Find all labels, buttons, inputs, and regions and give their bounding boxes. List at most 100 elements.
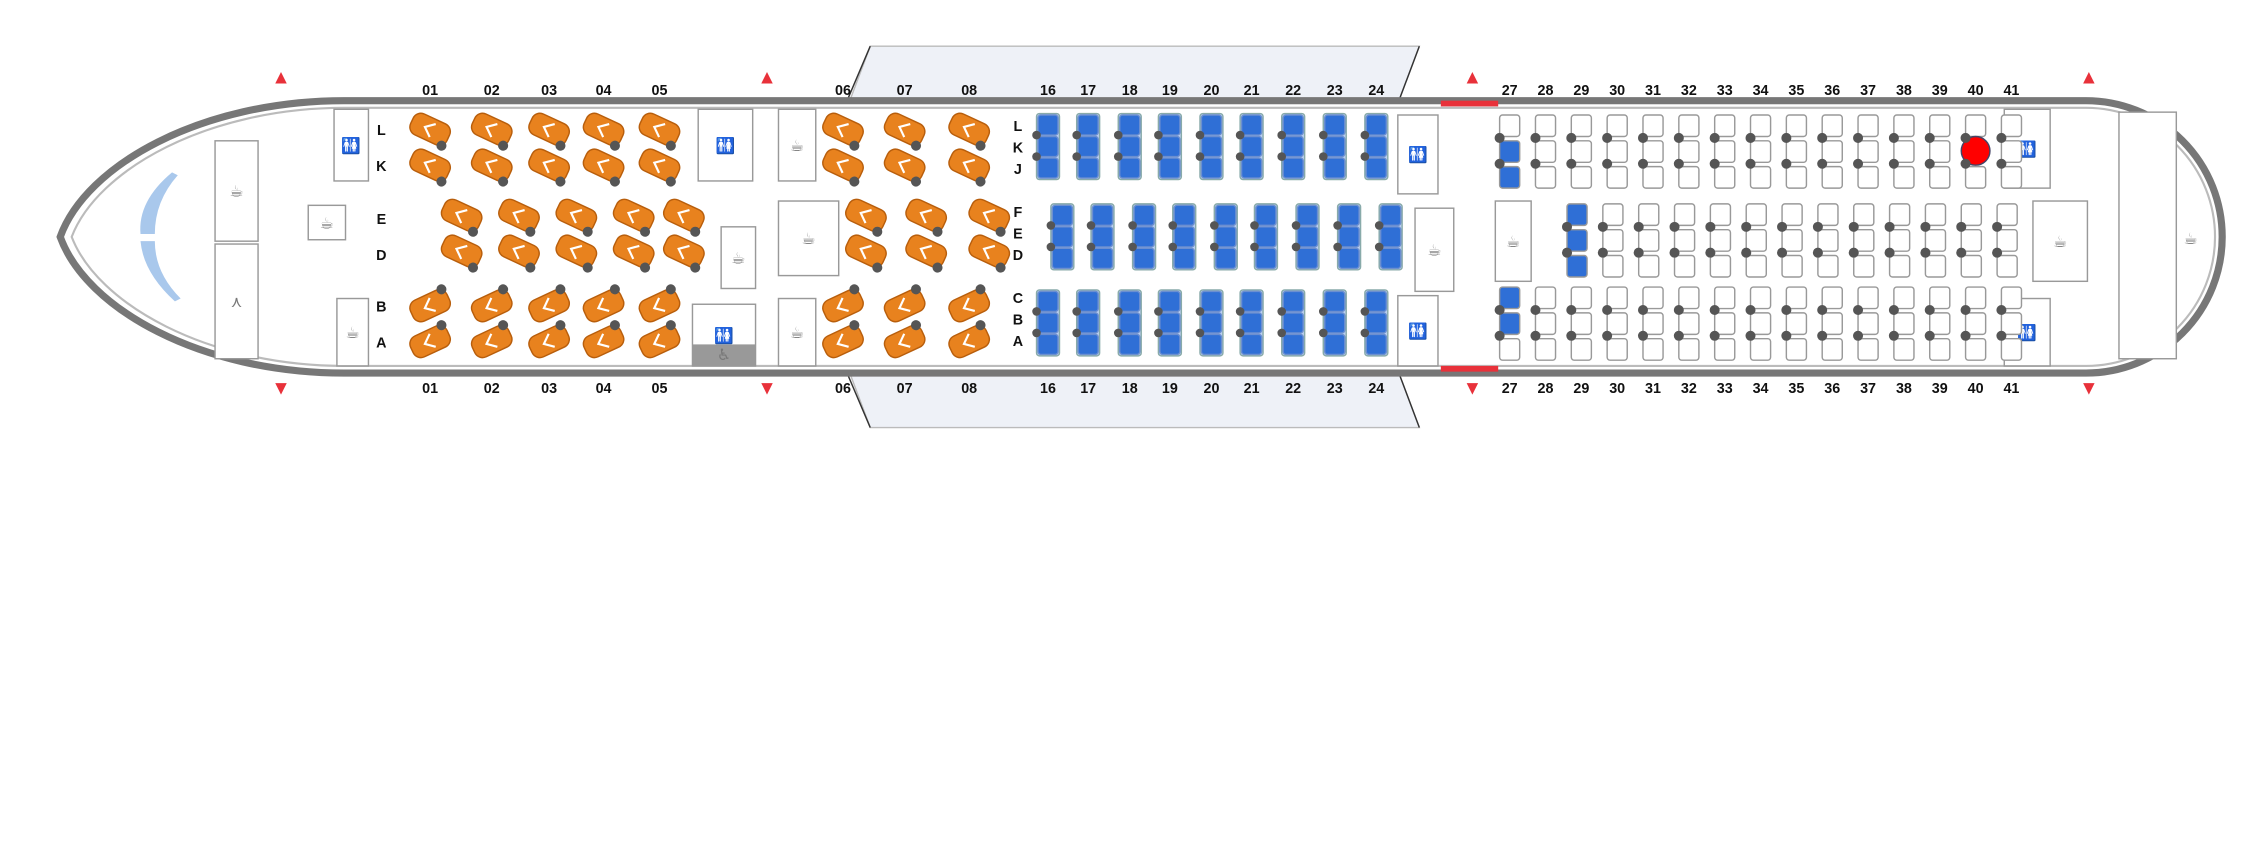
seat-19A[interactable]	[1159, 333, 1181, 356]
seat-18D[interactable]	[1133, 247, 1155, 270]
seat-31F[interactable]	[1673, 203, 1696, 227]
seat-40B[interactable]	[1964, 312, 1987, 336]
business-seat[interactable]	[496, 196, 542, 234]
seat-32D[interactable]	[1709, 254, 1732, 278]
business-seat[interactable]	[439, 196, 485, 234]
seat-23B[interactable]	[1323, 312, 1346, 334]
seat-24F[interactable]	[1379, 204, 1402, 227]
seat-32K[interactable]	[1678, 140, 1700, 164]
seat-33D[interactable]	[1745, 254, 1768, 278]
seat-21K[interactable]	[1240, 135, 1263, 158]
business-seat[interactable]	[553, 196, 599, 234]
seat-33B[interactable]	[1713, 312, 1736, 336]
seat-08B[interactable]	[945, 283, 995, 325]
business-seat[interactable]	[469, 110, 515, 148]
seat-23L[interactable]	[1323, 114, 1346, 136]
seat-27B[interactable]	[1498, 312, 1521, 336]
seat-18B[interactable]	[1118, 312, 1141, 334]
seat-22K[interactable]	[1282, 135, 1304, 158]
seat-06D[interactable]	[841, 232, 891, 274]
seat-16C[interactable]	[1037, 290, 1059, 313]
seat-19L[interactable]	[1159, 114, 1181, 136]
seat-40F[interactable]	[1996, 203, 2018, 227]
seat-40L[interactable]	[1964, 114, 1987, 138]
business-seat[interactable]	[966, 232, 1012, 270]
seat-17K[interactable]	[1077, 135, 1099, 158]
seat-19E[interactable]	[1173, 226, 1195, 248]
seat-17E[interactable]	[1091, 226, 1114, 248]
seat-33F[interactable]	[1745, 203, 1768, 227]
seat-27A[interactable]	[1498, 337, 1521, 361]
seat-22A[interactable]	[1282, 333, 1304, 356]
seat-19B[interactable]	[1159, 312, 1181, 334]
seat-34J[interactable]	[1749, 165, 1772, 189]
seat-20B[interactable]	[1200, 312, 1223, 334]
seat-21D[interactable]	[1255, 247, 1277, 270]
seat-18L[interactable]	[1118, 114, 1141, 136]
seat-29C[interactable]	[1570, 286, 1593, 310]
seat-06E[interactable]	[841, 196, 891, 238]
seat-35L[interactable]	[1785, 114, 1808, 138]
seat-19C[interactable]	[1159, 290, 1181, 313]
seat-22B[interactable]	[1282, 312, 1304, 334]
seat-18A[interactable]	[1118, 333, 1141, 356]
seat-21C[interactable]	[1240, 290, 1263, 313]
seat-35K[interactable]	[1785, 140, 1808, 164]
seat-18J[interactable]	[1118, 157, 1141, 179]
seat-01K[interactable]	[406, 146, 456, 188]
seat-35C[interactable]	[1785, 286, 1808, 310]
seat-38B[interactable]	[1893, 312, 1915, 336]
seat-18E[interactable]	[1133, 226, 1155, 248]
seat-40J[interactable]	[1964, 165, 1987, 189]
seat-28L[interactable]	[1534, 114, 1557, 138]
seat-35D[interactable]	[1817, 254, 1839, 278]
business-seat[interactable]	[407, 323, 453, 361]
seat-29A[interactable]	[1570, 337, 1593, 361]
seat-40A[interactable]	[1964, 337, 1987, 361]
business-seat[interactable]	[903, 232, 949, 270]
seat-29D[interactable]	[1602, 254, 1624, 278]
seat-36L[interactable]	[1821, 114, 1843, 138]
seat-39K[interactable]	[1929, 140, 1951, 164]
seat-38C[interactable]	[1893, 286, 1915, 310]
seat-18F[interactable]	[1133, 204, 1155, 227]
seat-31C[interactable]	[1642, 286, 1664, 310]
seat-38D[interactable]	[1924, 254, 1947, 278]
seat-28J[interactable]	[1534, 165, 1557, 189]
seat-01B[interactable]	[406, 283, 456, 325]
seat-36J[interactable]	[1821, 165, 1843, 189]
seat-37E[interactable]	[1888, 228, 1911, 252]
seat-05D[interactable]	[659, 232, 709, 274]
seat-05E[interactable]	[659, 196, 709, 238]
seat-04E[interactable]	[609, 196, 659, 238]
seat-37A[interactable]	[1857, 337, 1879, 361]
business-seat[interactable]	[636, 146, 682, 184]
seat-39E[interactable]	[1960, 228, 1983, 252]
seat-35F[interactable]	[1817, 203, 1839, 227]
business-seat[interactable]	[636, 110, 682, 148]
seat-38A[interactable]	[1893, 337, 1915, 361]
seat-41J[interactable]	[2000, 165, 2023, 189]
seat-20D[interactable]	[1215, 247, 1237, 270]
seat-18C[interactable]	[1118, 290, 1141, 313]
seat-35E[interactable]	[1817, 228, 1839, 252]
seat-08K[interactable]	[945, 146, 995, 188]
seat-22D[interactable]	[1296, 247, 1319, 270]
seat-34K[interactable]	[1749, 140, 1772, 164]
seat-05B[interactable]	[635, 283, 685, 325]
seat-27J[interactable]	[1498, 165, 1521, 189]
seat-36C[interactable]	[1821, 286, 1843, 310]
seat-39D[interactable]	[1960, 254, 1983, 278]
seat-31D[interactable]	[1673, 254, 1696, 278]
seat-19D[interactable]	[1173, 247, 1195, 270]
seat-31L[interactable]	[1642, 114, 1664, 138]
seat-33L[interactable]	[1713, 114, 1736, 138]
business-seat[interactable]	[820, 110, 866, 148]
business-seat[interactable]	[469, 146, 515, 184]
seat-17D[interactable]	[1091, 247, 1114, 270]
seat-24L[interactable]	[1365, 114, 1388, 136]
business-seat[interactable]	[581, 146, 627, 184]
seat-08A[interactable]	[945, 318, 995, 360]
seat-32C[interactable]	[1678, 286, 1700, 310]
seat-20L[interactable]	[1200, 114, 1223, 136]
